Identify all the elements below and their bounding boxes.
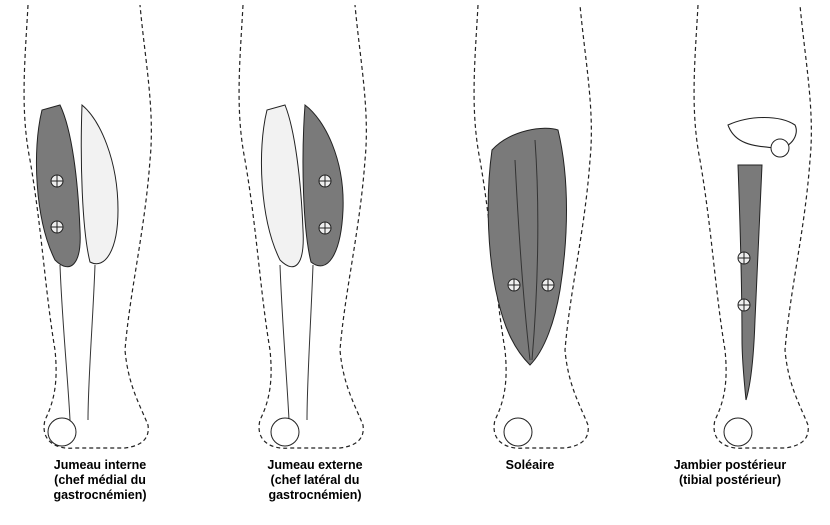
leg-illustration [630, 0, 830, 455]
caption-line: gastrocnémien) [215, 488, 415, 503]
caption-line: Jumeau interne [0, 458, 200, 473]
marker-upper [51, 175, 63, 187]
panel-jumeau-interne: Jumeau interne (chef médial du gastrocné… [0, 0, 200, 525]
caption-line: (chef médial du [0, 473, 200, 488]
heel [724, 418, 752, 446]
caption-line: Jambier postérieur [630, 458, 830, 473]
marker-upper [738, 252, 750, 264]
marker-upper [319, 175, 331, 187]
caption-line: (tibial postérieur) [630, 473, 830, 488]
marker-left [508, 279, 520, 291]
marker-right [542, 279, 554, 291]
caption-line: Jumeau externe [215, 458, 415, 473]
caption-line: Soléaire [430, 458, 630, 473]
leg-illustration [215, 0, 415, 455]
marker-lower [738, 299, 750, 311]
caption-jambier-posterieur: Jambier postérieur (tibial postérieur) [630, 458, 830, 488]
heel [504, 418, 532, 446]
caption-line: gastrocnémien) [0, 488, 200, 503]
leg-illustration [430, 0, 630, 455]
caption-jumeau-interne: Jumeau interne (chef médial du gastrocné… [0, 458, 200, 503]
heel [271, 418, 299, 446]
panel-jumeau-externe: Jumeau externe (chef latéral du gastrocn… [215, 0, 415, 525]
fibula-head [771, 139, 789, 157]
caption-soleaire: Soléaire [430, 458, 630, 473]
panel-soleaire: Soléaire [430, 0, 630, 525]
marker-lower [51, 221, 63, 233]
caption-line: (chef latéral du [215, 473, 415, 488]
leg-illustration [0, 0, 200, 455]
caption-jumeau-externe: Jumeau externe (chef latéral du gastrocn… [215, 458, 415, 503]
panel-jambier-posterieur: Jambier postérieur (tibial postérieur) [630, 0, 830, 525]
heel [48, 418, 76, 446]
marker-lower [319, 222, 331, 234]
